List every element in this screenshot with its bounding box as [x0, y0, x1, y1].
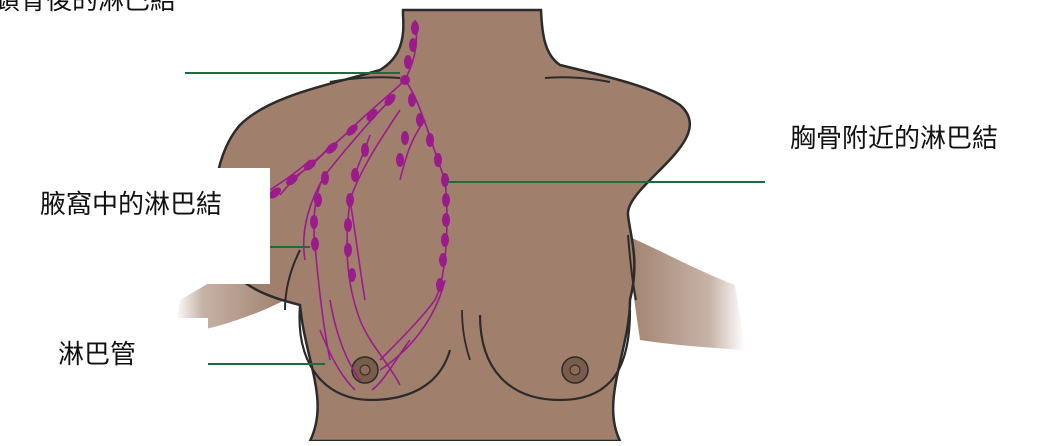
right-arm [625, 235, 745, 350]
label-clavicle-nodes: 鎖骨後的淋巴結 [0, 0, 176, 14]
label-lymph-vessels: 淋巴管 [58, 342, 136, 368]
label-axillary-nodes: 腋窩中的淋巴結 [40, 192, 222, 218]
axillary-label-box [0, 168, 270, 284]
torso-body [215, 10, 690, 441]
label-sternum-nodes: 胸骨附近的淋巴結 [790, 126, 998, 152]
